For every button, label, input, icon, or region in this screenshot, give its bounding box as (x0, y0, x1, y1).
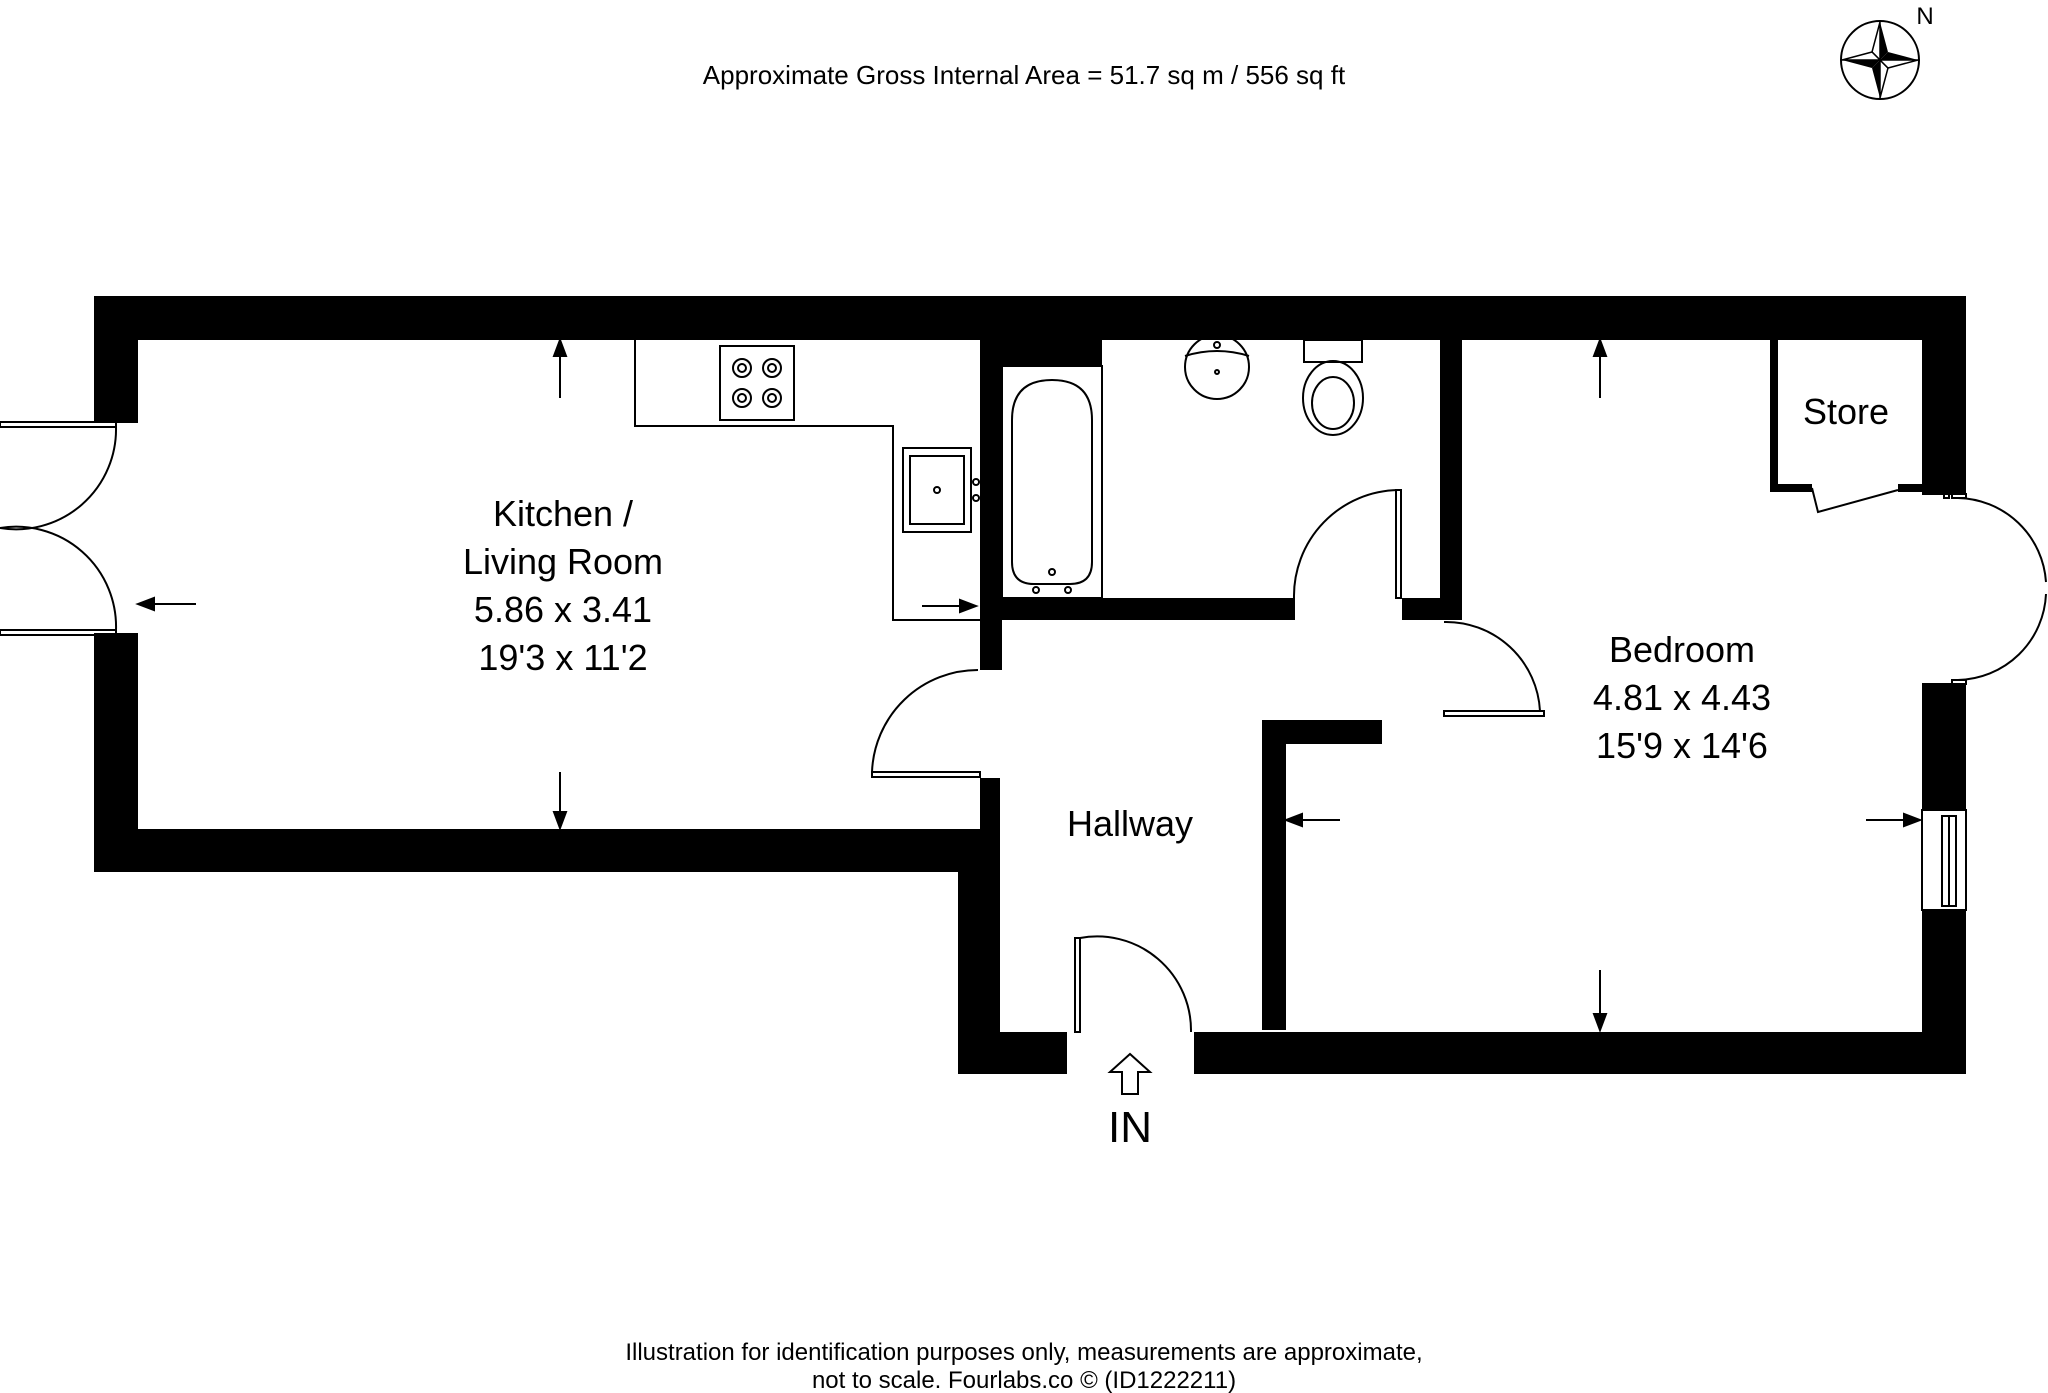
gross-area-title: Approximate Gross Internal Area = 51.7 s… (703, 60, 1346, 90)
kitchen-counter (634, 340, 980, 621)
kitchen-dimensions-metric: 5.86 x 3.41 (474, 589, 652, 630)
north-label: N (1916, 3, 1933, 30)
kitchen-sink-icon (902, 447, 980, 533)
kitchen-dimensions-imperial: 19'3 x 11'2 (478, 637, 647, 678)
walls (94, 296, 1966, 1074)
bedroom-name: Bedroom (1609, 629, 1755, 670)
washbasin-icon (1184, 334, 1250, 400)
doors (0, 421, 2047, 1033)
hallway-name: Hallway (1067, 803, 1193, 844)
hob-icon (719, 345, 795, 421)
footer-disclaimer-line1: Illustration for identification purposes… (625, 1339, 1422, 1366)
bathtub-icon (1001, 365, 1103, 599)
store-name: Store (1803, 391, 1889, 432)
footer-disclaimer-line2: not to scale. Fourlabs.co © (ID1222211) (812, 1367, 1236, 1393)
north-compass-icon (1840, 20, 1920, 100)
entrance-label: IN (1108, 1103, 1152, 1152)
entrance-arrow-icon (1107, 1052, 1153, 1095)
toilet-icon (1302, 339, 1364, 436)
kitchen-name-line1: Kitchen / (493, 493, 633, 534)
bedroom-dimensions-metric: 4.81 x 4.43 (1593, 677, 1771, 718)
kitchen-name-line2: Living Room (463, 541, 663, 582)
dimension-arrows (135, 337, 1923, 1033)
bedroom-dimensions-imperial: 15'9 x 14'6 (1596, 725, 1768, 766)
